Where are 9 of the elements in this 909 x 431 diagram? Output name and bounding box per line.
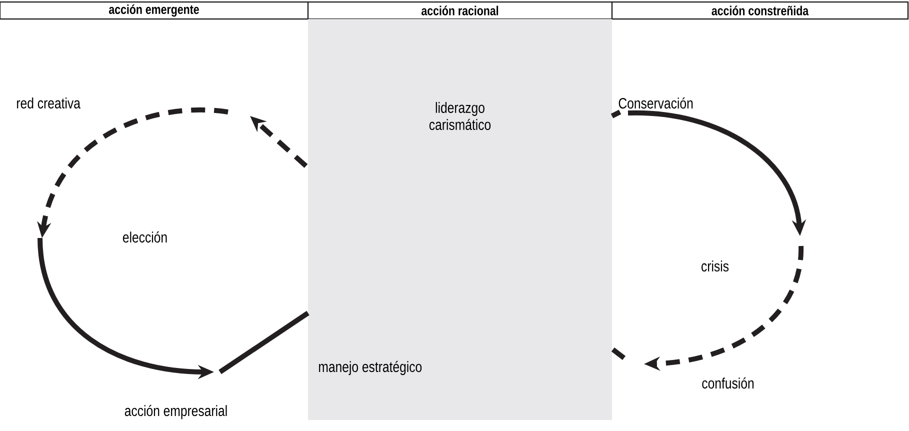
- column-header: acción racional: [308, 2, 612, 20]
- column-header: acción constreñida: [612, 2, 909, 20]
- stage-label: red creativa: [17, 98, 80, 108]
- stage-label: acción empresarial: [124, 404, 227, 420]
- column-header: acción emergente: [0, 2, 308, 20]
- stage-label: elección: [122, 231, 167, 243]
- stage-label: crisis: [702, 260, 729, 272]
- stage-label: confusión: [702, 377, 754, 389]
- shaded-column: liderazgo carismático manejo estratégico: [308, 19, 612, 420]
